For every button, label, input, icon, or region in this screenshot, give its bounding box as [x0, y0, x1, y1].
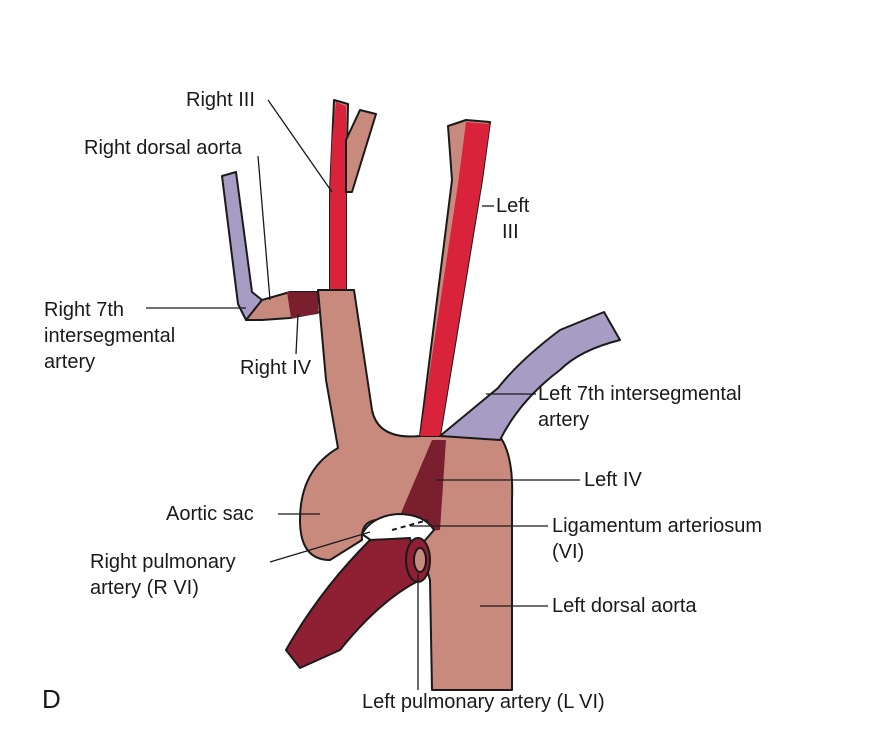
- label-right-iv: Right IV: [240, 357, 312, 379]
- right-external-carotid-branch: [345, 109, 377, 193]
- ligamentum-arteriosum-dashed: [391, 519, 429, 531]
- leader-right-iii: [267, 99, 333, 193]
- label-left-iii-line2: III: [502, 221, 519, 243]
- left-7th-intersegmental-artery-vessel: [439, 311, 621, 441]
- left-iii-vessel: [420, 122, 490, 436]
- label-left-7th-line2: artery: [538, 409, 589, 431]
- left-pulmonary-artery-lumen: [413, 547, 427, 573]
- panel-letter: D: [42, 684, 61, 714]
- label-left-pulmonary: Left pulmonary artery (L VI): [362, 691, 605, 713]
- label-left-iv: Left IV: [584, 469, 642, 491]
- leader-right-dorsal-aorta: [257, 155, 271, 301]
- leader-right-iv: [295, 313, 299, 355]
- label-right-pulmonary-line1: Right pulmonary: [90, 551, 236, 573]
- right-7th-intersegmental-artery-vessel: [221, 171, 263, 321]
- label-right-7th-line3: artery: [44, 351, 95, 373]
- label-aortic-sac: Aortic sac: [166, 503, 254, 525]
- left-iv-vessel: [398, 440, 446, 532]
- label-right-7th-line2: intersegmental: [44, 325, 175, 347]
- right-iii-vessel: [330, 102, 346, 290]
- pulmonary-trunk-vessel: [285, 537, 421, 669]
- label-left-dorsal-aorta: Left dorsal aorta: [552, 595, 697, 617]
- label-right-dorsal-aorta: Right dorsal aorta: [84, 137, 243, 159]
- label-left-7th-line1: Left 7th intersegmental: [538, 383, 741, 405]
- label-right-7th-line1: Right 7th: [44, 299, 124, 321]
- label-right-iii: Right III: [186, 89, 255, 111]
- label-ligamentum-line1: Ligamentum arteriosum: [552, 515, 762, 537]
- label-right-pulmonary-line2: artery (R VI): [90, 577, 199, 599]
- label-ligamentum-line2: (VI): [552, 541, 584, 563]
- right-iv-vessel: [287, 292, 318, 318]
- label-left-iii-line1: Left: [496, 195, 530, 217]
- leader-right-pulmonary: [269, 531, 371, 563]
